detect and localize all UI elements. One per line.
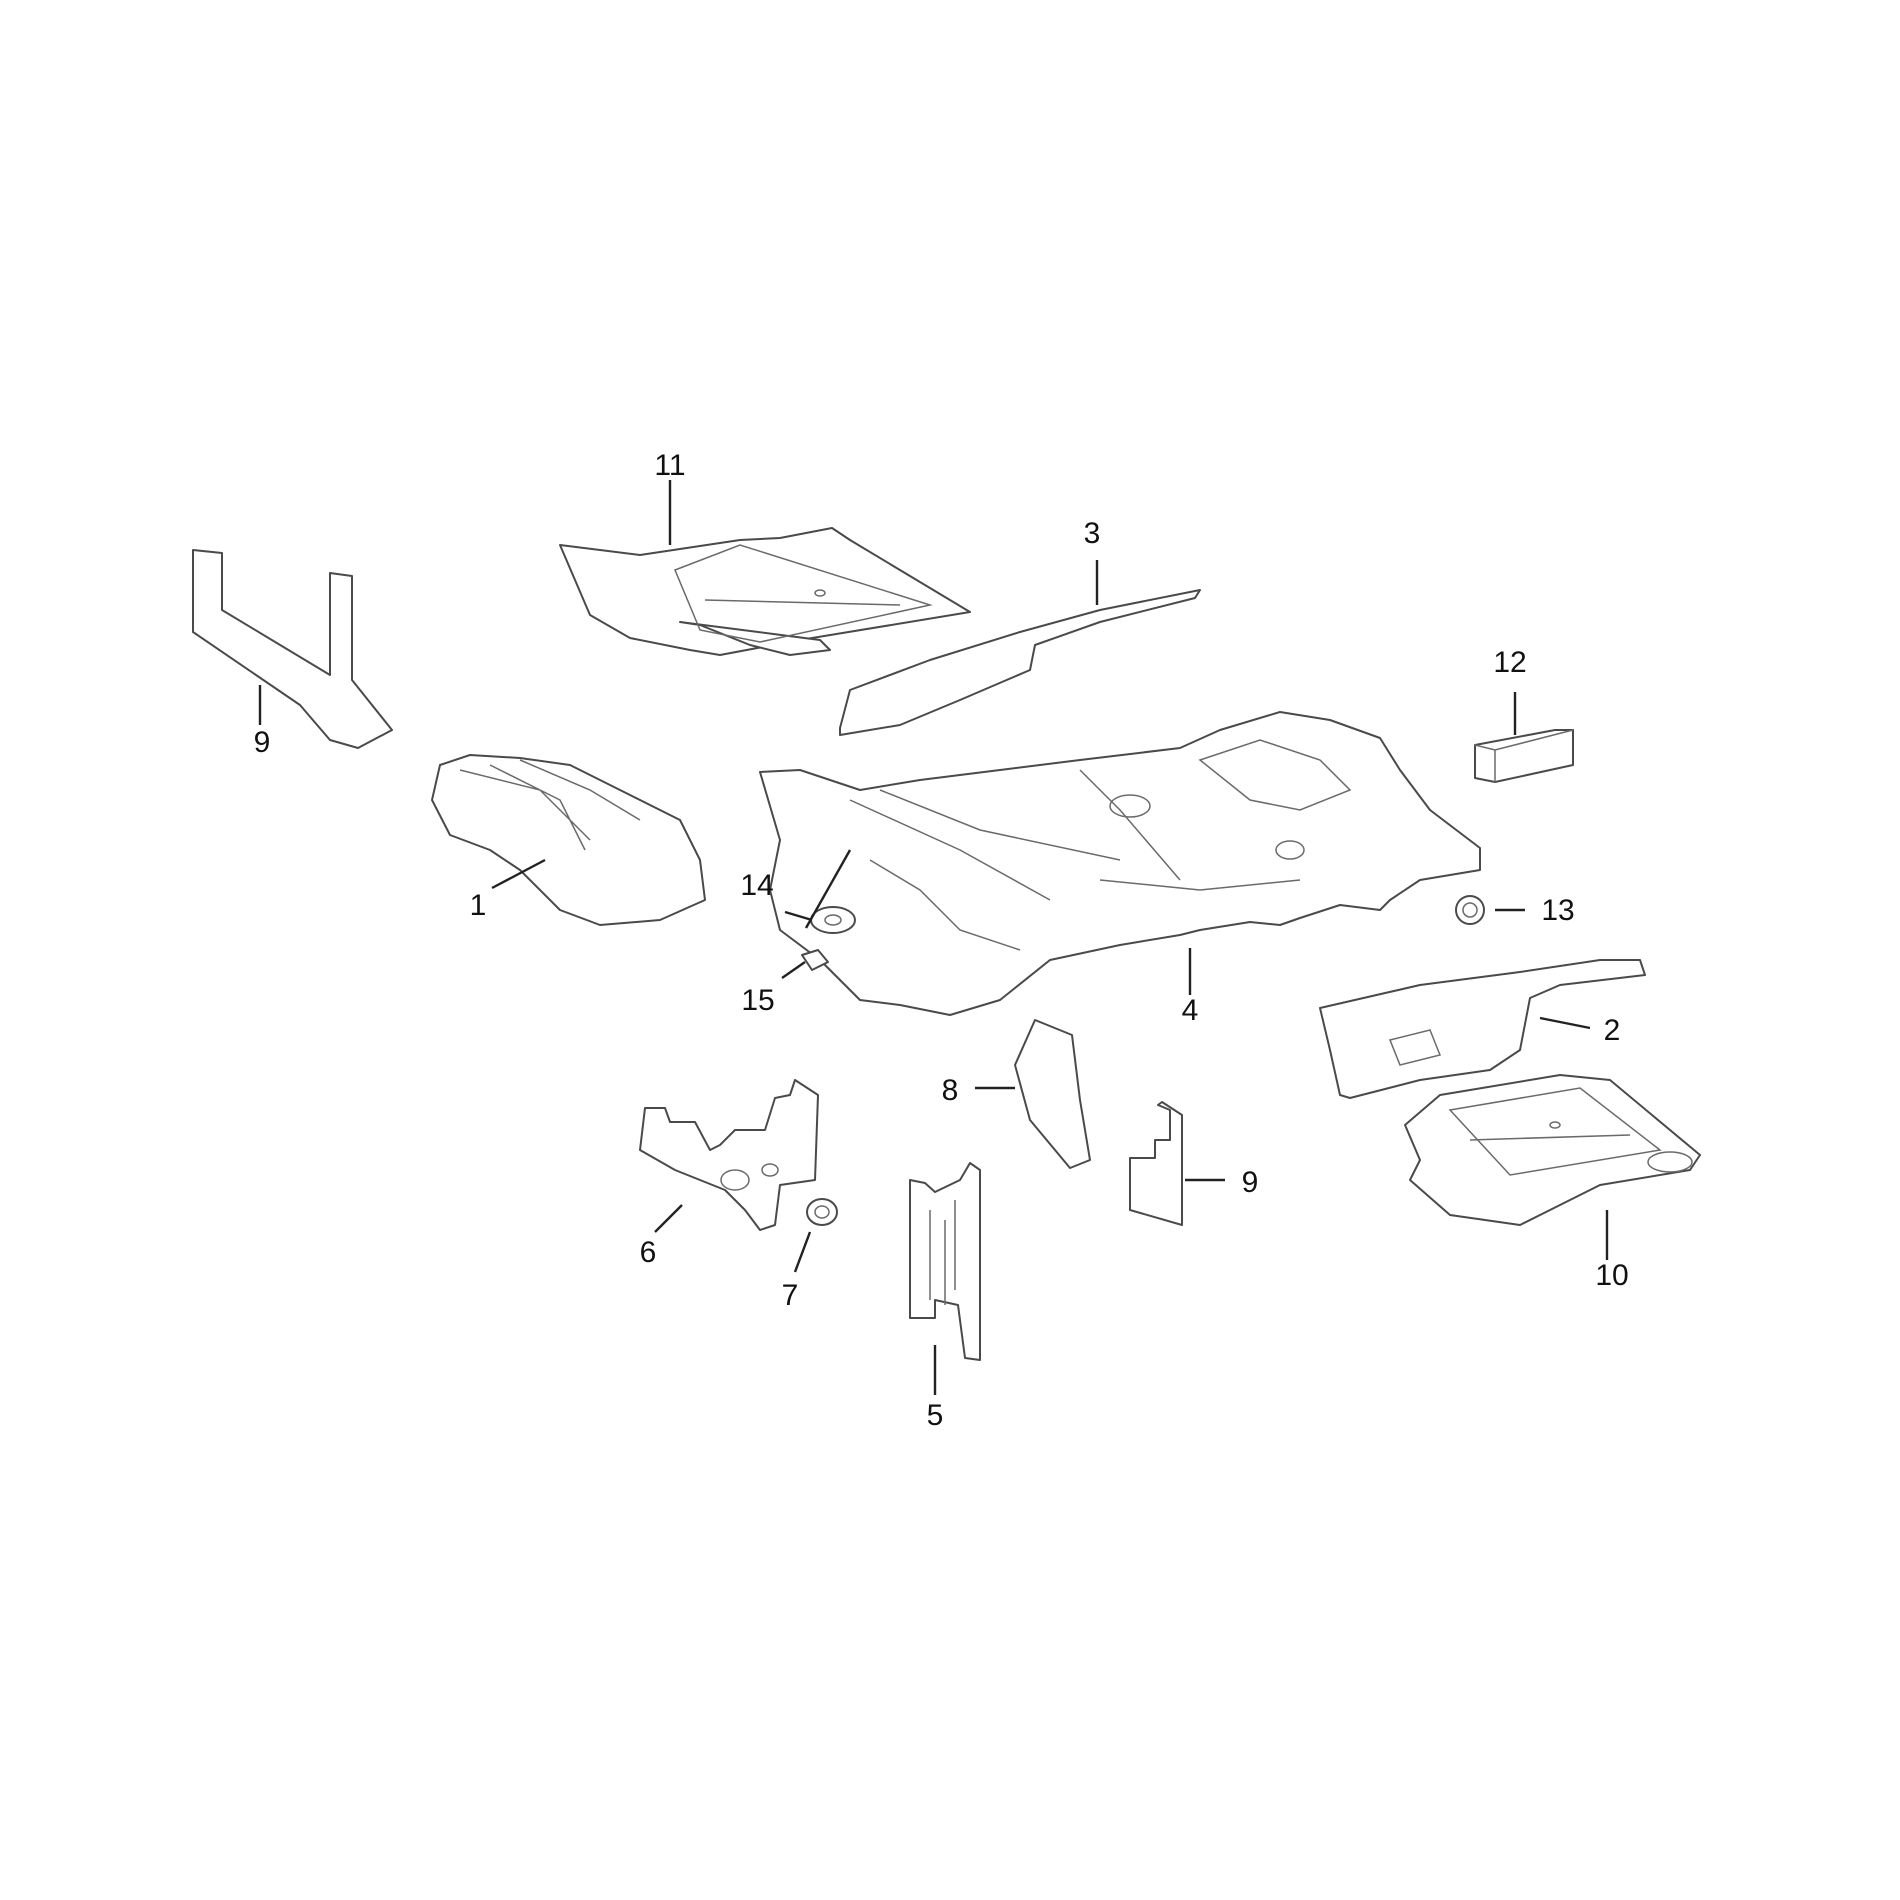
- callout-13: 12: [1493, 646, 1526, 679]
- part-8-left-tunnel-insulator[interactable]: [1014, 1019, 1091, 1169]
- callout-16: 15: [741, 984, 774, 1017]
- part-9-right-tunnel-insulator[interactable]: [1129, 1101, 1183, 1226]
- leader-lines: [258, 480, 1609, 1395]
- callout-10: 9: [254, 726, 271, 759]
- part-4-main-floor-carpet[interactable]: [759, 711, 1481, 1016]
- callout-4: 4: [1182, 994, 1199, 1027]
- part-6-dash-insulator-panel[interactable]: [639, 1079, 819, 1231]
- part-1-front-left-floor-insulator[interactable]: [431, 754, 706, 926]
- part-11-rear-right-floor-mat[interactable]: [1404, 1074, 1701, 1226]
- callout-7: 7: [782, 1279, 799, 1312]
- part-10-rear-seat-insulator[interactable]: [192, 549, 393, 749]
- part-2-right-side-floor-insulator[interactable]: [1319, 959, 1646, 1099]
- callout-12: 11: [654, 449, 685, 482]
- callout-14: 13: [1541, 894, 1574, 927]
- part-13-foam-block[interactable]: [1474, 729, 1574, 783]
- callout-5: 5: [927, 1399, 944, 1432]
- callout-11: 10: [1595, 1259, 1628, 1292]
- callout-1: 1: [470, 889, 487, 922]
- part-15-washer[interactable]: [810, 906, 856, 934]
- part-16-fastener[interactable]: [801, 949, 829, 971]
- part-3-left-side-floor-insulator[interactable]: [839, 589, 1201, 736]
- part-14-retainer-clip[interactable]: [1455, 895, 1485, 925]
- callout-6: 6: [640, 1236, 657, 1269]
- part-7-grommet[interactable]: [806, 1198, 838, 1226]
- callout-3: 3: [1084, 517, 1101, 550]
- callout-9: 9: [1242, 1166, 1259, 1199]
- part-5-center-console-insulator[interactable]: [909, 1162, 981, 1361]
- callout-labels: 11 3 12 9 1 14 13 15 4 2 8 9 10 6 7 5: [254, 449, 1629, 1432]
- callout-2: 2: [1604, 1014, 1621, 1047]
- part-12-rear-left-floor-mat[interactable]: [559, 527, 971, 656]
- callout-8: 8: [942, 1074, 959, 1107]
- callout-15: 14: [740, 869, 773, 902]
